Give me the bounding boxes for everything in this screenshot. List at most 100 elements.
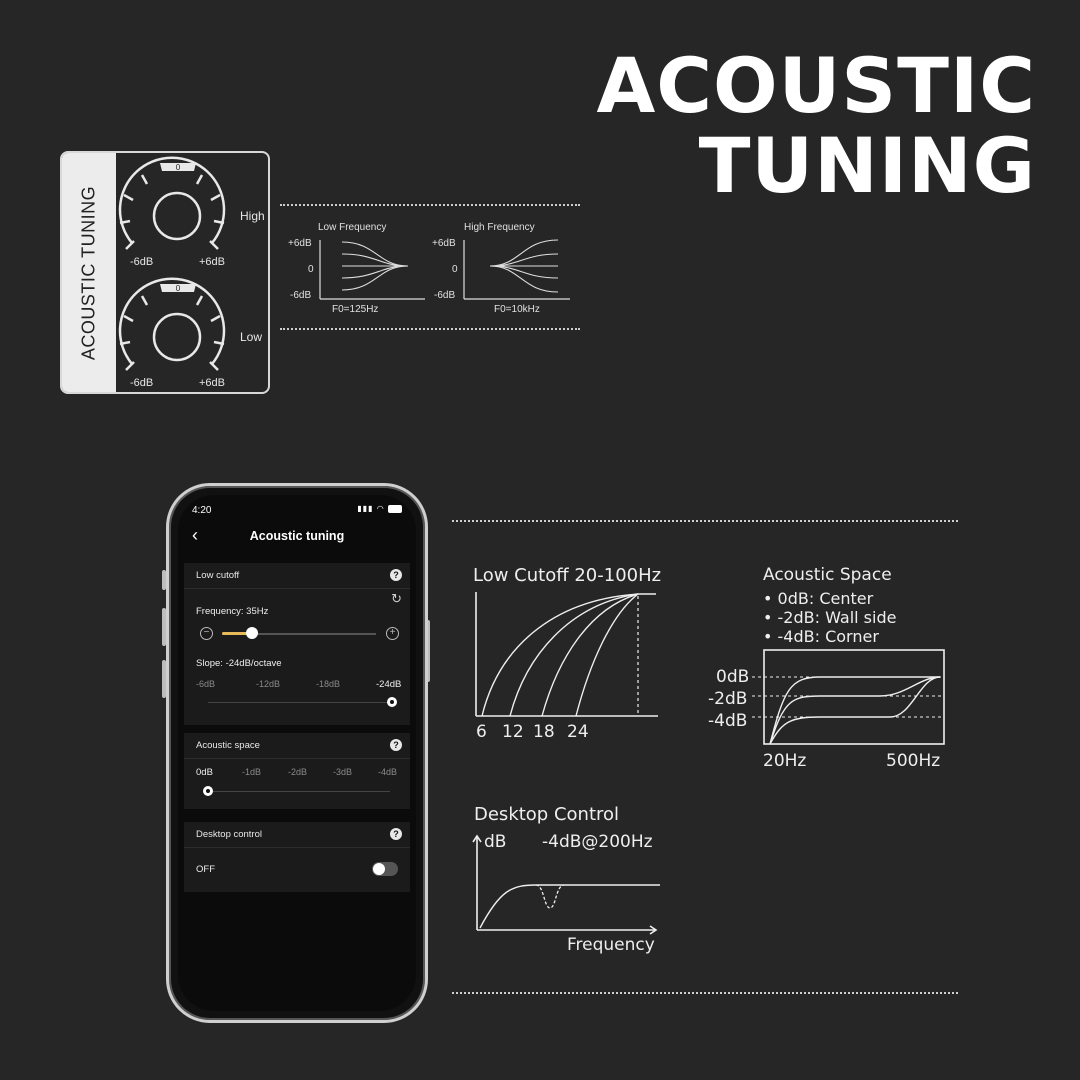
high-knob-label: High [240,209,265,223]
frequency-label: Frequency: 35Hz [196,606,269,617]
low-cutoff-x-2: 12 [502,722,524,742]
slope-option-4[interactable]: -24dB [376,679,402,690]
title-line-1: ACOUSTIC [596,41,1036,130]
low-cutoff-header: Low cutoff ? [184,563,410,589]
phone-volume-down [162,660,166,698]
slope-option-2[interactable]: -12dB [256,679,281,689]
shelf-graphs: Low Frequency +6dB 0 -6dB F0=125Hz High … [280,204,580,332]
low-knob-center-value: 0 [176,284,181,293]
low-knob-label: Low [240,330,262,344]
rear-panel: ACOUSTIC TUNING 0 High -6dB +6dB [60,151,270,394]
slope-slider-track[interactable] [208,702,392,703]
acoustic-space-header: Acoustic space ? [184,733,410,759]
frequency-slider-thumb[interactable] [246,627,259,639]
battery-icon [388,504,402,513]
help-icon[interactable]: ? [390,828,402,840]
slope-option-3[interactable]: -18dB [316,679,341,689]
panel-label-strip: ACOUSTIC TUNING [62,153,116,392]
frequency-slider-track[interactable] [222,633,376,635]
low-freq-footer: F0=125Hz [332,304,378,315]
phone-silent-switch [162,570,166,590]
space-option-5[interactable]: -4dB [378,767,398,777]
status-time: 4:20 [192,505,212,516]
low-cutoff-axes [475,592,658,717]
nav-title: Acoustic tuning [249,529,345,543]
panel-knobs: 0 High -6dB +6dB 0 Low -6dB +6dB [118,156,265,389]
desktop-control-header: Desktop control ? [184,822,410,848]
acoustic-space-y-1: 0dB [716,667,749,687]
low-cutoff-graph-title: Low Cutoff 20-100Hz [473,565,661,586]
high-freq-y-bottom: -6dB [434,290,455,301]
high-freq-title: High Frequency [464,222,535,233]
high-knob-center-value: 0 [176,163,181,172]
desktop-control-y-label: dB [484,832,506,852]
space-option-3[interactable]: -2dB [288,767,308,777]
slope-option-1[interactable]: -6dB [196,679,216,689]
desktop-control-graph-title: Desktop Control [474,804,619,825]
high-freq-curves [489,239,559,293]
explanation-graphs: Low Cutoff 20-100Hz 6 12 18 24 Acoustic … [472,565,945,955]
acoustic-space-title: Acoustic space [196,740,260,751]
phone-frame: 4:20 ▮▮▮ ◠ ‹ Acoustic tuning Low cutoff … [166,483,428,1023]
low-freq-title: Low Frequency [318,222,386,233]
low-freq-y-bottom: -6dB [290,290,311,301]
space-option-4[interactable]: -3dB [333,767,353,777]
divider-lower [452,992,958,994]
space-slider-thumb[interactable] [203,786,213,796]
signal-icon: ▮▮▮ [357,504,374,513]
low-cutoff-x-1: 6 [476,722,487,742]
wifi-icon: ◠ [376,504,385,513]
low-cutoff-x-4: 24 [567,722,589,742]
high-knob[interactable] [118,156,226,250]
space-slider-track[interactable] [208,791,390,792]
divider-bottom [280,328,580,330]
low-cutoff-curves [481,593,656,717]
acoustic-space-y-2: -2dB [708,689,747,709]
desktop-control-annotation: -4dB@200Hz [542,832,653,852]
slope-label: Slope: -24dB/octave [196,658,282,669]
desktop-control-title: Desktop control [196,829,263,840]
acoustic-space-x-2: 500Hz [886,751,940,771]
high-knob-max: +6dB [199,256,225,268]
acoustic-space-bullet-3: • -4dB: Corner [763,627,879,646]
plus-icon[interactable]: + [386,627,399,640]
high-knob-min: -6dB [130,256,153,268]
frequency-slider-fill [222,632,252,635]
page-title: ACOUSTIC TUNING [596,46,1036,206]
high-freq-y-mid: 0 [452,264,458,275]
space-option-2[interactable]: -1dB [242,767,262,777]
low-knob[interactable] [118,277,226,371]
minus-icon[interactable]: − [200,627,213,640]
acoustic-space-x-1: 20Hz [763,751,806,771]
reset-icon[interactable]: ↻ [391,591,402,606]
high-freq-y-top: +6dB [432,238,456,249]
desktop-control-state: OFF [196,864,215,875]
help-icon[interactable]: ? [390,739,402,751]
acoustic-space-curves [769,676,941,745]
low-freq-y-top: +6dB [288,238,312,249]
divider-upper [452,520,958,522]
slope-slider-thumb[interactable] [387,697,397,707]
phone-volume-up [162,608,166,646]
back-chevron-icon[interactable]: ‹ [192,525,198,545]
phone-power-button [426,620,430,682]
status-icons: ▮▮▮ ◠ [357,504,402,513]
acoustic-space-bullet-2: • -2dB: Wall side [763,608,896,627]
acoustic-space-card: Acoustic space ? 0dB -1dB -2dB -3dB -4dB [184,733,410,809]
space-option-1[interactable]: 0dB [196,767,213,778]
divider-top [280,204,580,206]
desktop-control-card: Desktop control ? OFF [184,822,410,892]
low-cutoff-x-3: 18 [533,722,555,742]
acoustic-space-bullet-1: • 0dB: Center [763,589,874,608]
low-knob-min: -6dB [130,377,153,389]
desktop-control-toggle[interactable] [372,862,398,876]
low-knob-max: +6dB [199,377,225,389]
title-line-2: TUNING [698,121,1036,210]
low-cutoff-card: Low cutoff ? ↻ Frequency: 35Hz − + Slope… [184,563,410,725]
acoustic-space-graph-title: Acoustic Space [763,565,892,585]
help-icon[interactable]: ? [390,569,402,581]
low-freq-curves [341,241,409,291]
phone-screen: 4:20 ▮▮▮ ◠ ‹ Acoustic tuning Low cutoff … [178,495,416,1011]
low-freq-y-mid: 0 [308,264,314,275]
low-cutoff-title: Low cutoff [196,570,240,581]
